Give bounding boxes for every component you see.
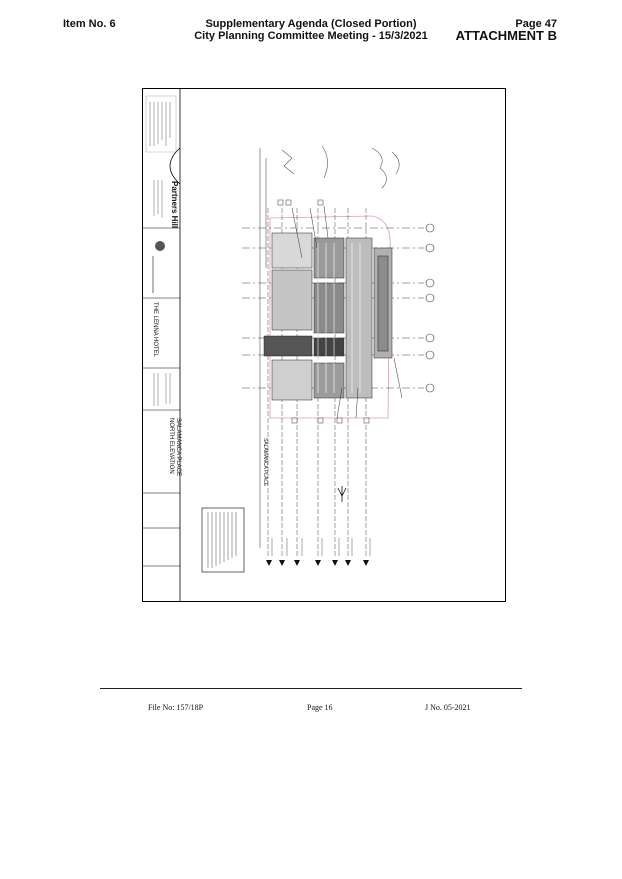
building-elevation (263, 232, 393, 401)
sheet-title-2: SALAMANCA PLACE (175, 418, 181, 476)
north-arrow-icon (337, 486, 347, 502)
annotation-leaders (291, 205, 403, 419)
agenda-line-2: City Planning Committee Meeting - 15/3/2… (194, 30, 428, 42)
consultant-logo (155, 241, 165, 251)
site-context (259, 145, 400, 548)
street-label: SALAMANCA PLACE (262, 438, 268, 487)
annotation-boxes (277, 199, 370, 424)
architectural-drawing: Partners Hill THE LENNA HOTEL NORTH ELEV… (142, 88, 506, 602)
firm-name: Partners Hill (170, 181, 179, 228)
agenda-title: Supplementary Agenda (Closed Portion) Ci… (0, 18, 622, 42)
page-number: Page 47 (515, 18, 557, 30)
agenda-line-1: Supplementary Agenda (Closed Portion) (205, 18, 417, 30)
attachment-label: ATTACHMENT B (455, 28, 557, 43)
file-number: File No: 157/18P (148, 703, 204, 712)
page-label: Page 47 ATTACHMENT B (456, 18, 557, 42)
site-boundary (269, 215, 391, 419)
item-number: Item No. 6 (63, 18, 116, 30)
grid-markers (425, 223, 435, 393)
title-block: Partners Hill THE LENNA HOTEL NORTH ELEV… (142, 95, 181, 567)
journal-number: J No. 05-2021 (425, 703, 471, 712)
sheet-title-1: NORTH ELEVATION (168, 418, 174, 474)
revision-table (201, 507, 245, 573)
footer-rule (100, 688, 522, 689)
level-markers (266, 560, 369, 566)
footer-page-number: Page 16 (307, 703, 333, 712)
project-name: THE LENNA HOTEL (152, 302, 158, 358)
